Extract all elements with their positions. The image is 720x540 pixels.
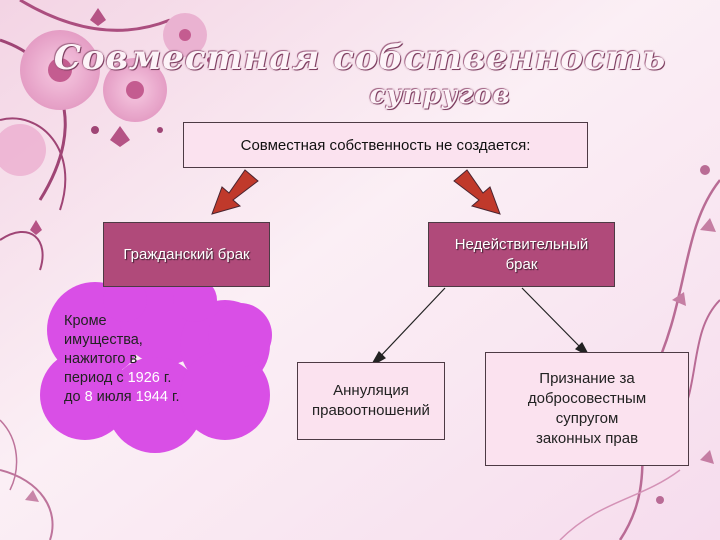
cloud-line5-mid: июля <box>92 389 136 405</box>
cloud-line5-suffix: г. <box>167 389 180 405</box>
annulment-line2: правоотношений <box>312 402 430 419</box>
cloud-year-1926: 1926 <box>127 370 160 386</box>
recognition-line2: добросовестным <box>527 390 647 407</box>
recognition-line3: супругом <box>555 410 619 427</box>
cloud-line2: имущества, <box>64 332 143 348</box>
cloud-note: Кроме имущества, нажитого в период с 192… <box>64 312 234 407</box>
cloud-line4-prefix: период с <box>64 370 128 386</box>
cloud-line4: период с 1926 г. <box>64 369 234 388</box>
cloud-line4-suffix: г. <box>159 370 172 386</box>
flower-ornament-bottom-left <box>0 419 54 540</box>
recognition-line4: законных прав <box>535 430 639 447</box>
cloud-line5: до 8 июля 1944 г. <box>64 388 234 407</box>
cloud-year-1944: 1944 <box>135 389 168 405</box>
slide-title-line2: супругов <box>369 80 511 110</box>
annulment-box: Аннуляция правоотношений <box>297 362 445 440</box>
flower-ornament-top-left <box>0 0 213 271</box>
cloud-line5-prefix: до <box>64 389 85 405</box>
invalid-marriage-line2: брак <box>505 255 538 273</box>
not-created-header-box: Совместная собственность не создается: <box>183 122 588 168</box>
cloud-line1: Кроме <box>64 313 107 329</box>
recognition-line1: Признание за <box>539 370 635 387</box>
annulment-line1: Аннуляция <box>333 382 409 399</box>
civil-marriage-text: Гражданский брак <box>123 246 250 263</box>
invalid-marriage-box: Недействительный брак <box>428 222 615 287</box>
arrow-to-invalid-marriage <box>453 169 501 215</box>
slide-title: Совместная собственность <box>53 38 667 78</box>
not-created-header-text: Совместная собственность не создается: <box>240 136 531 154</box>
arrow-to-civil-marriage <box>211 169 259 215</box>
cloud-shape <box>40 275 272 453</box>
cloud-line3: нажитого в <box>64 351 138 367</box>
civil-marriage-box: Гражданский брак <box>103 222 270 287</box>
cloud-day-8: 8 <box>84 389 93 405</box>
invalid-marriage-line1: Недействительный <box>454 235 589 253</box>
recognition-box: Признание за добросовестным супругом зак… <box>485 352 689 466</box>
